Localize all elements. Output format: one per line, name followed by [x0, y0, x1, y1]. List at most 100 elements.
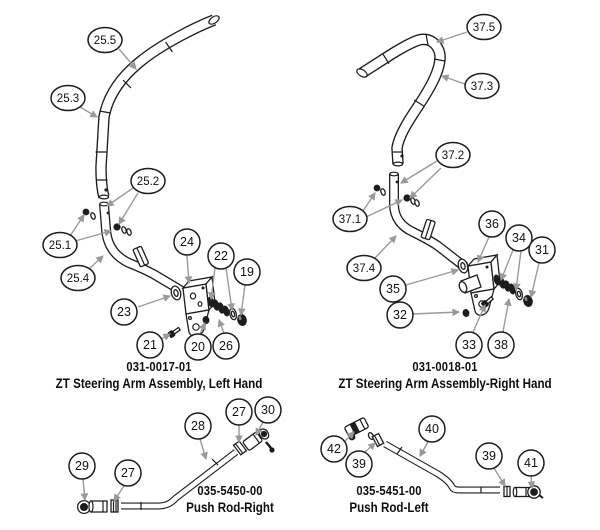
- callout-32: 32: [386, 301, 414, 329]
- callout-37.1: 37.1: [332, 205, 368, 233]
- hex-nut-left: [202, 316, 210, 324]
- callout-28: 28: [184, 412, 212, 440]
- leader-line-25.1: [74, 229, 113, 242]
- svg-text:20: 20: [191, 340, 205, 354]
- lower-tube-right: [389, 171, 469, 271]
- pin-hole: [104, 188, 108, 192]
- rod-body: [383, 440, 500, 494]
- callout-37.3: 37.3: [464, 72, 500, 100]
- ball-joint-left-end: [76, 499, 108, 515]
- svg-text:23: 23: [117, 305, 131, 319]
- callout-25.1: 25.1: [42, 231, 78, 259]
- ball-joint-right-end: [512, 485, 544, 499]
- handle-tube-right: [356, 33, 446, 167]
- flat-washer-left: [228, 307, 238, 321]
- svg-text:25.1: 25.1: [49, 240, 71, 252]
- steering-arm-left-art: [82, 14, 247, 339]
- svg-text:29: 29: [75, 459, 89, 473]
- leader-line-37.4: [374, 235, 397, 259]
- leader-line-28: [199, 438, 208, 461]
- leader-line-37.1: [362, 192, 376, 212]
- svg-text:25.2: 25.2: [137, 176, 159, 188]
- callout-25.2: 25.2: [130, 167, 166, 195]
- part-title: Push Rod-Right: [186, 500, 274, 515]
- svg-text:22: 22: [214, 249, 228, 263]
- svg-text:37.3: 37.3: [471, 81, 493, 93]
- caption-steering-left: 031-0017-01 ZT Steering Arm Assembly, Le…: [47, 358, 271, 392]
- handle-tube-left: [95, 14, 220, 200]
- callout-23: 23: [110, 298, 138, 326]
- leader-lines: [69, 31, 540, 502]
- flange-bushing-right: [457, 258, 469, 274]
- grease-bolt-left: [167, 326, 182, 339]
- leader-line-37.3: [440, 74, 466, 85]
- cap-nut-left: [237, 314, 247, 326]
- caption-push-rod-left: 035-5451-00 Push Rod-Left: [277, 482, 501, 516]
- leader-line-30: [255, 421, 264, 437]
- jam-nut: [503, 485, 511, 498]
- callout-19: 19: [233, 258, 261, 286]
- svg-text:30: 30: [261, 403, 275, 417]
- jam-nut: [110, 499, 119, 513]
- leader-line-38: [502, 297, 512, 333]
- callout-37.4: 37.4: [346, 254, 382, 282]
- leader-line-41: [527, 475, 536, 490]
- svg-text:25.3: 25.3: [57, 93, 79, 105]
- callout-22: 22: [207, 242, 235, 270]
- callout-38: 38: [487, 331, 515, 359]
- lower-tube-left: [99, 201, 185, 296]
- leader-line-24: [184, 255, 193, 285]
- ball-joint-left-end: [344, 417, 369, 441]
- part-number: 031-0017-01: [126, 359, 192, 374]
- svg-text:27: 27: [232, 405, 246, 419]
- svg-text:37.5: 37.5: [473, 22, 495, 34]
- svg-text:19: 19: [240, 265, 254, 279]
- leader-line-26: [217, 318, 225, 334]
- leader-line-42: [344, 431, 355, 442]
- callout-35: 35: [379, 275, 407, 303]
- leader-line-22: [208, 267, 216, 301]
- leader-line-32: [412, 308, 461, 317]
- leader-line-34: [513, 250, 522, 292]
- svg-text:42: 42: [327, 442, 341, 456]
- svg-text:25.4: 25.4: [67, 273, 90, 285]
- leader-line-19: [238, 284, 246, 317]
- svg-text:37.4: 37.4: [353, 263, 376, 275]
- svg-text:36: 36: [485, 217, 499, 231]
- leader-line-25.4: [88, 255, 104, 270]
- part-number: 035-5450-00: [197, 483, 263, 498]
- callout-33: 33: [455, 331, 483, 359]
- callout-40: 40: [418, 415, 446, 443]
- callout-29: 29: [68, 452, 96, 480]
- callout-24: 24: [173, 228, 201, 256]
- callout-39: 39: [345, 450, 373, 478]
- flange-bushing-left: [170, 285, 182, 301]
- leader-line-25.1: [69, 214, 85, 237]
- callout-25.5: 25.5: [87, 26, 123, 54]
- leader-line-35: [405, 268, 460, 286]
- leader-line-39: [493, 467, 506, 487]
- svg-text:25.5: 25.5: [94, 35, 116, 47]
- rod-body: [121, 449, 239, 510]
- spring-washer-stack-left: [207, 296, 230, 317]
- leader-line-27: [113, 485, 125, 502]
- leader-line-39: [364, 442, 376, 453]
- callout-25.4: 25.4: [60, 264, 96, 292]
- stop-tab: [420, 218, 436, 241]
- spring-washer-stack-right: [493, 274, 516, 295]
- jam-nut: [232, 440, 248, 456]
- leader-line-34: [499, 249, 514, 282]
- callout-25.3: 25.3: [50, 84, 86, 112]
- callout-30: 30: [254, 396, 282, 424]
- svg-text:35: 35: [386, 282, 400, 296]
- jam-nut: [367, 432, 385, 448]
- svg-text:21: 21: [143, 338, 157, 352]
- leader-line-29: [80, 478, 89, 502]
- leader-line-33: [472, 303, 486, 333]
- svg-text:40: 40: [425, 422, 439, 436]
- callout-42: 42: [320, 435, 348, 463]
- leader-line-37.1: [365, 199, 404, 218]
- leader-line-22: [225, 267, 235, 312]
